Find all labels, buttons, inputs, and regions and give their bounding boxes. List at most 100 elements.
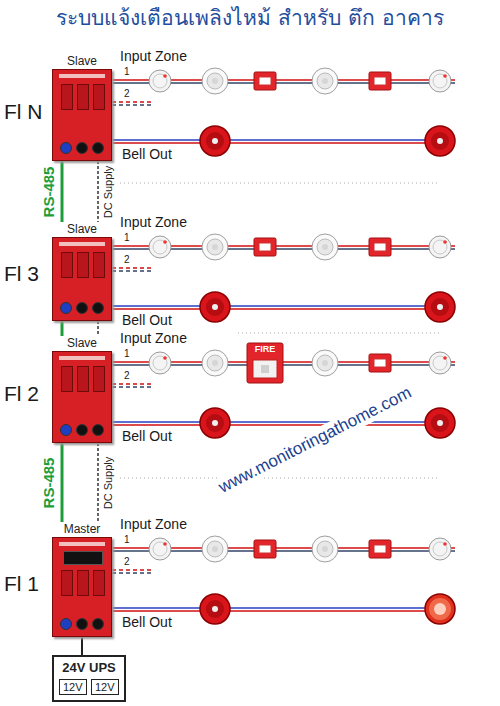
panel-button <box>92 424 104 436</box>
bus-line <box>97 443 99 522</box>
bus-label: DC Supply <box>102 164 115 219</box>
zone2-wire <box>112 104 152 106</box>
zone-number: 1 <box>124 232 130 244</box>
heat-symbol <box>312 234 338 260</box>
call-symbol <box>254 540 276 558</box>
floor-separator <box>238 333 440 334</box>
call-symbol <box>369 540 391 558</box>
zone-number: 2 <box>124 556 130 568</box>
zone2-wire <box>112 386 152 388</box>
panel-button <box>60 142 72 154</box>
panel-label: Slave <box>52 222 112 237</box>
smoke-symbol <box>429 70 451 92</box>
zone-indicator <box>77 366 89 392</box>
panel-button <box>76 142 88 154</box>
call-symbol <box>369 72 391 90</box>
heat-symbol <box>312 68 338 94</box>
bell-symbol <box>200 126 230 156</box>
bell-wire <box>112 305 440 307</box>
control-panel: Master <box>52 522 112 637</box>
bell2-symbol <box>425 594 455 624</box>
smoke-symbol <box>149 538 171 560</box>
floor-wiring <box>112 234 455 322</box>
bell-wire <box>112 424 440 426</box>
floor-label: Fl N <box>4 100 43 124</box>
bell-symbol <box>200 292 230 322</box>
floor-wiring <box>112 536 455 624</box>
panel-label: Slave <box>52 336 112 351</box>
heat-symbol <box>202 350 228 376</box>
panel-nameplate <box>59 356 105 360</box>
cell-label: 12V <box>63 680 83 694</box>
title: ระบบแจ้งเตือนเพลิงไหม้ สำหรับ ตึก อาคาร <box>0 6 500 30</box>
zone-indicator <box>93 570 105 596</box>
bell-label: Bell Out <box>122 614 172 630</box>
floor-label: Fl 3 <box>4 262 39 286</box>
call-point-label: FIRE <box>255 344 276 354</box>
panel-face <box>52 537 112 637</box>
control-panel: Slave <box>52 54 112 161</box>
control-panel: Slave <box>52 336 112 443</box>
zone-indicator <box>61 366 73 392</box>
bell-wire <box>112 139 440 141</box>
floor-label: Fl 1 <box>4 572 39 596</box>
panel-face <box>52 351 112 443</box>
zone-number: 2 <box>124 370 130 382</box>
smoke-symbol <box>429 236 451 258</box>
zone2-wire <box>112 270 152 272</box>
call-symbol <box>254 72 276 90</box>
zone-indicator <box>93 366 105 392</box>
panel-nameplate <box>59 242 105 246</box>
zone-number: 1 <box>124 348 130 360</box>
bell-label: Bell Out <box>122 146 172 162</box>
panel-nameplate <box>59 74 105 78</box>
ups-box: 24V UPS12V12V <box>52 655 126 702</box>
zone2-wire <box>112 569 152 571</box>
bus-line <box>97 161 99 222</box>
bell-wire <box>112 142 440 144</box>
bus-label: DC Supply <box>102 455 115 510</box>
heat-symbol <box>202 234 228 260</box>
panel-display <box>63 551 103 565</box>
zone-indicator <box>93 84 105 110</box>
heat-symbol <box>202 68 228 94</box>
zone-label: Input Zone <box>120 214 187 230</box>
zone-label: Input Zone <box>120 516 187 532</box>
heat-symbol <box>312 350 338 376</box>
zone-number: 1 <box>124 66 130 78</box>
bell-label: Bell Out <box>122 312 172 328</box>
bus-line <box>61 321 64 336</box>
watermark: www.monitoringathome.com <box>213 381 417 498</box>
bell-symbol <box>425 408 455 438</box>
bell-label: Bell Out <box>122 428 172 444</box>
bell-symbol <box>425 292 455 322</box>
smoke-symbol <box>429 352 451 374</box>
panel-button <box>76 618 88 630</box>
zone-number: 2 <box>124 88 130 100</box>
panel-button <box>92 618 104 630</box>
call-symbol <box>369 238 391 256</box>
smoke-symbol <box>149 70 171 92</box>
battery-cell: 12V <box>59 679 87 695</box>
smoke-symbol <box>149 236 171 258</box>
bus-line <box>61 161 64 222</box>
zone-number: 2 <box>124 254 130 266</box>
panel-face <box>52 237 112 321</box>
panel-face <box>52 69 112 161</box>
zone-number: 1 <box>124 534 130 546</box>
panel-label: Slave <box>52 54 112 69</box>
panel-button <box>92 302 104 314</box>
zone-indicator <box>77 252 89 278</box>
panel-label: Master <box>52 522 112 537</box>
zone-label: Input Zone <box>120 48 187 64</box>
panel-button <box>76 302 88 314</box>
zone-indicator <box>61 570 73 596</box>
floor-wiring <box>112 68 455 156</box>
panel-nameplate <box>59 542 105 546</box>
ups-label: 24V UPS <box>58 660 120 675</box>
control-panel: Slave <box>52 222 112 321</box>
zone-indicator <box>77 570 89 596</box>
panel-button <box>92 142 104 154</box>
bigcall-symbol <box>247 343 283 383</box>
